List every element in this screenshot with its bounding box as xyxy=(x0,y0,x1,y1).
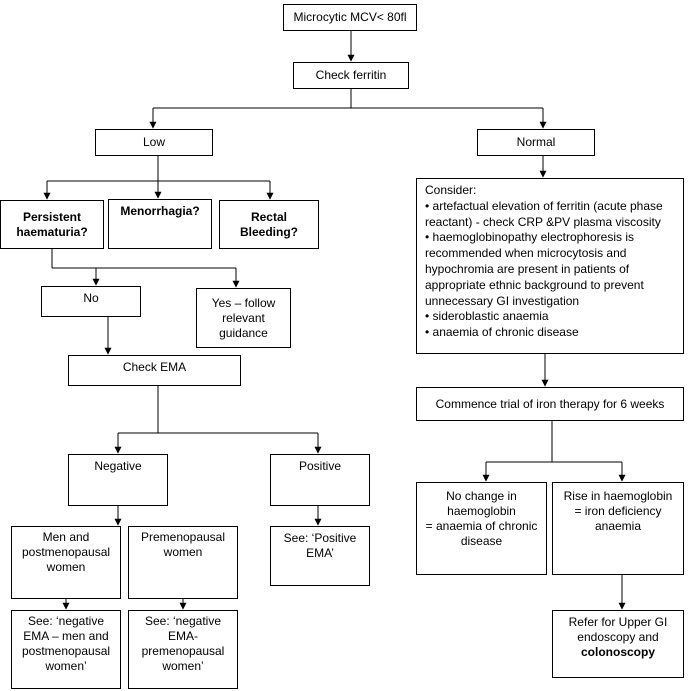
node-see-negative-men: See: ‘negative EMA – men and postmenopau… xyxy=(11,610,121,689)
node-no: No xyxy=(41,286,141,317)
node-consider-line-1: Consider: xyxy=(425,183,477,197)
node-see-neg-men-line-3: postmenopausal xyxy=(21,644,111,658)
node-microcytic-mcv: Microcytic MCV< 80fl xyxy=(283,4,417,31)
node-negative: Negative xyxy=(68,454,168,506)
node-no-change-haemoglobin: No change in haemoglobin = anaemia of ch… xyxy=(416,482,547,575)
node-yes-line-3: guidance xyxy=(219,325,268,340)
node-negative-label: Negative xyxy=(94,459,142,473)
node-rectal-bleeding: Rectal Bleeding? xyxy=(219,200,319,249)
node-rise-line-3: anaemia xyxy=(594,519,642,533)
node-rectal-line-2: Bleeding? xyxy=(239,224,298,239)
node-refer-colonoscopy: colonoscopy xyxy=(580,645,655,659)
node-consider-line-4: • haemoglobinopathy electrophoresis is xyxy=(425,230,634,245)
node-see-neg-pre-line-1: See: ‘negative xyxy=(144,614,222,628)
node-persistent-haematuria: Persistent haematuria? xyxy=(0,200,104,249)
node-no-label: No xyxy=(83,291,99,305)
node-menorrhagia: Menorrhagia? xyxy=(108,199,212,249)
node-men-postmenopausal: Men and postmenopausal women xyxy=(11,526,121,599)
node-see-negative-pre: See: ‘negative EMA- premenopausal women’ xyxy=(128,610,238,689)
node-commence-iron-therapy: Commence trial of iron therapy for 6 wee… xyxy=(416,387,684,421)
node-men-line-1: Men and xyxy=(42,530,90,544)
node-see-neg-men-line-2: EMA – men and xyxy=(23,629,109,643)
node-normal-label: Normal xyxy=(516,135,556,149)
node-no-change-line-2: haemoglobin xyxy=(447,504,516,518)
node-men-line-3: women xyxy=(46,560,86,574)
node-no-change-line-3: = anaemia of chronic xyxy=(425,519,538,533)
node-persistent-line-2: haematuria? xyxy=(16,224,88,239)
node-consider-line-2: • artefactual elevation of ferritin (acu… xyxy=(425,198,663,213)
node-rectal-line-1: Rectal xyxy=(250,209,287,224)
node-check-ferritin-label: Check ferritin xyxy=(315,68,387,82)
node-no-change-line-4: disease xyxy=(460,534,503,548)
node-positive-label: Positive xyxy=(298,459,342,473)
node-see-neg-men-line-4: women’ xyxy=(45,659,87,673)
node-consider-line-3: reactant) - check CRP &PV plasma viscosi… xyxy=(425,214,661,229)
node-yes-line-2: relevant xyxy=(222,310,265,325)
node-rise-line-1: Rise in haemoglobin xyxy=(563,489,673,503)
node-see-positive-line-2: EMA’ xyxy=(306,546,334,560)
node-refer-line-1: Refer for Upper GI xyxy=(568,615,668,629)
node-low-label: Low xyxy=(142,135,165,149)
node-consider-line-8: unnecessary GI investigation xyxy=(425,293,580,308)
node-rise-line-2: = iron deficiency xyxy=(574,504,662,518)
node-consider: Consider: • artefactual elevation of fer… xyxy=(416,178,684,354)
node-consider-line-6: hypochromia are present in patients of xyxy=(425,261,630,276)
node-see-neg-pre-line-2: EMA- xyxy=(168,629,198,643)
node-pre-line-2: women xyxy=(163,545,203,559)
node-see-neg-pre-line-4: women’ xyxy=(162,659,204,673)
node-low: Low xyxy=(95,129,213,156)
node-no-change-line-1: No change in xyxy=(446,489,517,503)
node-see-neg-pre-line-3: premenopausal xyxy=(141,644,225,658)
node-check-ema: Check EMA xyxy=(68,355,241,386)
node-normal: Normal xyxy=(477,129,595,156)
node-premenopausal: Premenopausal women xyxy=(128,526,238,599)
node-check-ema-label: Check EMA xyxy=(122,360,187,374)
node-pre-line-1: Premenopausal xyxy=(140,530,226,544)
node-yes-follow-guidance: Yes – follow relevant guidance xyxy=(196,288,291,348)
node-consider-line-7: appropriate ethnic background to prevent xyxy=(425,277,644,292)
node-see-positive-ema: See: ‘Positive EMA’ xyxy=(270,526,370,586)
node-commence-iron-label: Commence trial of iron therapy for 6 wee… xyxy=(435,396,665,411)
node-refer-line-2: endoscopy and xyxy=(577,630,659,644)
node-yes-line-1: Yes – follow xyxy=(211,295,276,310)
node-microcytic-label: Microcytic MCV< 80fl xyxy=(293,10,407,24)
node-consider-line-10: • anaemia of chronic disease xyxy=(425,325,579,340)
node-men-line-2: postmenopausal xyxy=(21,545,111,559)
node-see-positive-line-1: See: ‘Positive xyxy=(283,531,357,545)
node-see-neg-men-line-1: See: ‘negative xyxy=(27,614,105,628)
node-consider-line-5: recommended when microcytosis and xyxy=(425,246,627,261)
node-rise-haemoglobin: Rise in haemoglobin = iron deficiency an… xyxy=(552,482,684,575)
node-refer-upper-gi: Refer for Upper GI endoscopy and colonos… xyxy=(552,610,684,678)
node-check-ferritin: Check ferritin xyxy=(293,62,409,89)
node-positive: Positive xyxy=(270,454,370,506)
node-consider-line-9: • sideroblastic anaemia xyxy=(425,309,549,324)
node-menorrhagia-label: Menorrhagia? xyxy=(120,204,200,218)
node-persistent-line-1: Persistent xyxy=(22,209,81,224)
